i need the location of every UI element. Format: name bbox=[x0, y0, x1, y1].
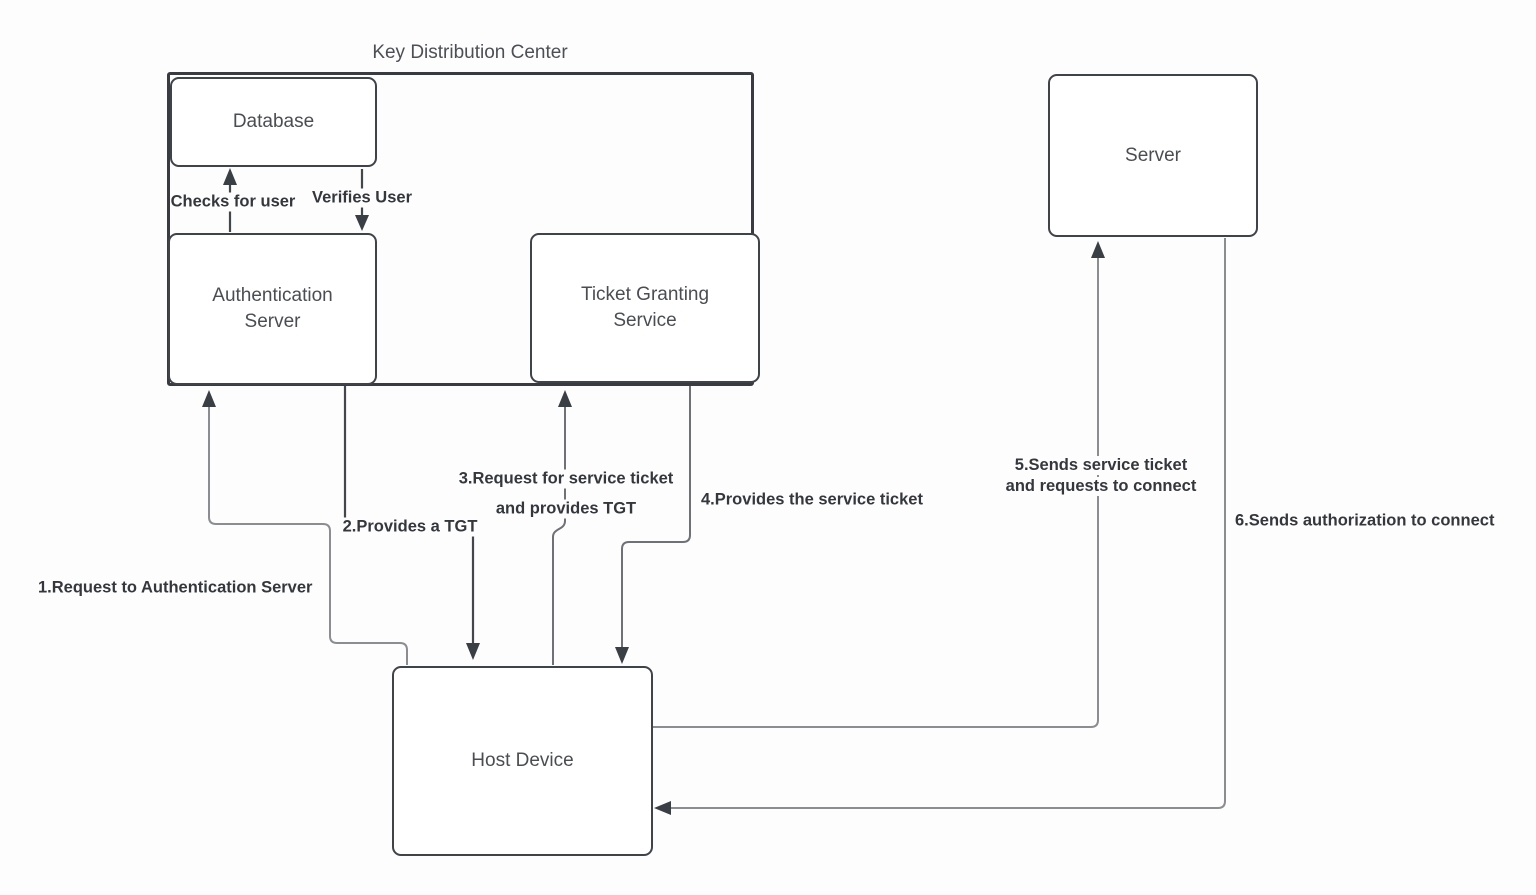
arrowhead-step3 bbox=[558, 390, 572, 407]
edge-label-checks-for-user: Checks for user bbox=[170, 192, 296, 212]
tgs-label: Ticket Granting Service bbox=[580, 284, 710, 331]
arrowhead-step2 bbox=[466, 643, 480, 660]
edge-label-verifies-user: Verifies User bbox=[312, 188, 412, 208]
arrowhead-step4 bbox=[615, 647, 629, 664]
connector-step3 bbox=[552, 406, 566, 665]
host-device-label: Host Device bbox=[471, 750, 574, 772]
auth-server-label: Authentication Server bbox=[212, 285, 333, 332]
connector-step5 bbox=[653, 258, 1099, 728]
edge-label-step4: 4.Provides the service ticket bbox=[701, 490, 923, 509]
auth-server-node: Authentication Server bbox=[168, 233, 377, 385]
kdc-title: Key Distribution Center bbox=[372, 42, 568, 63]
edge-label-step3: 3.Request for service ticket and provide… bbox=[455, 469, 677, 519]
database-label: Database bbox=[232, 111, 315, 133]
arrowhead-step6 bbox=[654, 801, 671, 815]
edge-label-step3-line1: 3.Request for service ticket bbox=[455, 469, 677, 489]
edge-label-step5-line1: 5.Sends service ticket bbox=[1011, 456, 1191, 475]
connector-step2 bbox=[343, 386, 475, 643]
kdc-group-box bbox=[167, 72, 754, 386]
arrowhead-checks-for-user bbox=[223, 168, 237, 185]
edge-label-step1: 1.Request to Authentication Server bbox=[38, 578, 313, 597]
edge-label-step5-line2: and requests to connect bbox=[1002, 477, 1200, 496]
connector-step1 bbox=[208, 406, 408, 665]
connector-step6 bbox=[670, 238, 1226, 809]
connector-step4 bbox=[621, 386, 691, 647]
server-node: Server bbox=[1048, 74, 1258, 237]
edge-label-step3-line2: and provides TGT bbox=[492, 499, 640, 519]
database-node: Database bbox=[170, 77, 377, 167]
edge-label-step6: 6.Sends authorization to connect bbox=[1235, 511, 1495, 530]
edge-label-step2: 2.Provides a TGT bbox=[342, 517, 478, 537]
arrowhead-step5 bbox=[1091, 241, 1105, 258]
tgs-node: Ticket Granting Service bbox=[530, 233, 760, 383]
host-device-node: Host Device bbox=[392, 666, 653, 856]
server-label: Server bbox=[1125, 144, 1181, 166]
arrowhead-verifies-user bbox=[355, 215, 369, 231]
edge-label-step5: 5.Sends service ticket and requests to c… bbox=[1002, 456, 1200, 496]
arrowhead-step1 bbox=[202, 390, 216, 407]
